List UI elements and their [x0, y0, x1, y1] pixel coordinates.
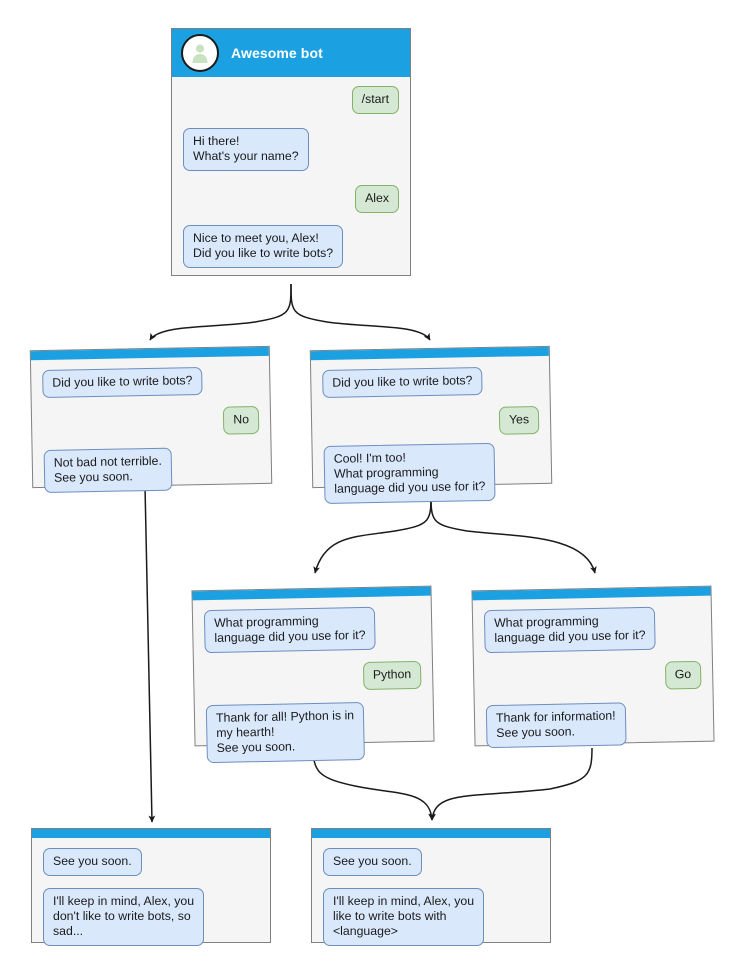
message-row: /start: [183, 86, 399, 114]
bot-message-bubble: Thank for information! See you soon.: [485, 702, 627, 749]
card-body-python: What programming language did you use fo…: [193, 596, 434, 776]
card-header-end-yes: [312, 829, 550, 838]
bot-message-bubble: I'll keep in mind, Alex, you like to wri…: [323, 888, 485, 946]
message-row: Cool! I'm too! What programming language…: [323, 442, 541, 504]
card-header-start: Awesome bot: [172, 29, 410, 77]
card-body-go: What programming language did you use fo…: [473, 596, 714, 761]
user-message-bubble: Python: [362, 660, 422, 690]
message-row: See you soon.: [323, 848, 539, 876]
user-message-bubble: Alex: [355, 185, 399, 213]
bot-message-bubble: Not bad not terrible. See you soon.: [43, 447, 173, 493]
bot-message-bubble: What programming language did you use fo…: [203, 606, 376, 654]
card-body-end-no: See you soon. I'll keep in mind, Alex, y…: [32, 838, 270, 958]
bot-message-bubble: See you soon.: [43, 848, 142, 876]
message-row: Python: [205, 660, 422, 693]
chat-card-answer-no[interactable]: Did you like to write bots? No Not bad n…: [29, 345, 273, 493]
bot-name-label: Awesome bot: [231, 45, 323, 61]
message-row: I'll keep in mind, Alex, you don't like …: [43, 888, 259, 946]
message-row: Thank for all! Python is in my hearth! S…: [205, 701, 423, 764]
user-avatar-icon: [181, 34, 219, 72]
message-row: Nice to meet you, Alex! Did you like to …: [183, 225, 399, 268]
card-header-end-no: [32, 829, 270, 838]
bot-message-bubble: Did you like to write bots?: [322, 367, 483, 398]
user-message-bubble: No: [223, 406, 260, 435]
card-body-answer-yes: Did you like to write bots? Yes Cool! I'…: [311, 356, 552, 516]
message-row: Thank for information! See you soon.: [485, 701, 703, 749]
chat-card-language-go[interactable]: What programming language did you use fo…: [471, 585, 715, 749]
user-message-bubble: /start: [351, 86, 399, 114]
chat-card-end-yes[interactable]: See you soon. I'll keep in mind, Alex, y…: [311, 828, 551, 946]
message-row: Did you like to write bots?: [42, 366, 258, 398]
chat-card-language-python[interactable]: What programming language did you use fo…: [191, 585, 435, 764]
bot-message-bubble: Cool! I'm too! What programming language…: [323, 442, 496, 504]
user-message-bubble: Go: [664, 660, 702, 690]
bot-message-bubble: Thank for all! Python is in my hearth! S…: [205, 701, 365, 764]
message-row: What programming language did you use fo…: [203, 606, 421, 654]
chat-card-end-no[interactable]: See you soon. I'll keep in mind, Alex, y…: [31, 828, 271, 946]
user-message-bubble: Yes: [498, 406, 540, 435]
bot-message-bubble: Hi there! What's your name?: [183, 128, 309, 171]
bot-message-bubble: Nice to meet you, Alex! Did you like to …: [183, 225, 344, 268]
card-body-start: /start Hi there! What's your name? Alex …: [172, 77, 410, 280]
edge-start-to-yes: [290, 283, 431, 341]
message-row: No: [43, 406, 260, 438]
card-body-answer-no: Did you like to write bots? No Not bad n…: [31, 356, 272, 505]
message-row: I'll keep in mind, Alex, you like to wri…: [323, 888, 539, 946]
card-body-end-yes: See you soon. I'll keep in mind, Alex, y…: [312, 838, 550, 958]
chat-card-answer-yes[interactable]: Did you like to write bots? Yes Cool! I'…: [309, 345, 553, 504]
message-row: Yes: [323, 406, 540, 438]
bot-message-bubble: What programming language did you use fo…: [483, 606, 656, 654]
edge-start-to-no: [149, 283, 292, 341]
message-row: Not bad not terrible. See you soon.: [43, 446, 261, 493]
bot-message-bubble: Did you like to write bots?: [42, 367, 203, 398]
message-row: Alex: [183, 185, 399, 213]
message-row: What programming language did you use fo…: [483, 606, 701, 654]
edge-no-to-end-no: [144, 485, 156, 823]
bot-message-bubble: See you soon.: [323, 848, 422, 876]
message-row: Did you like to write bots?: [322, 366, 538, 398]
message-row: Go: [485, 660, 702, 693]
message-row: Hi there! What's your name?: [183, 128, 399, 171]
chat-card-start[interactable]: Awesome bot /start Hi there! What's your…: [171, 28, 411, 276]
message-row: See you soon.: [43, 848, 259, 876]
bot-message-bubble: I'll keep in mind, Alex, you don't like …: [43, 888, 205, 946]
